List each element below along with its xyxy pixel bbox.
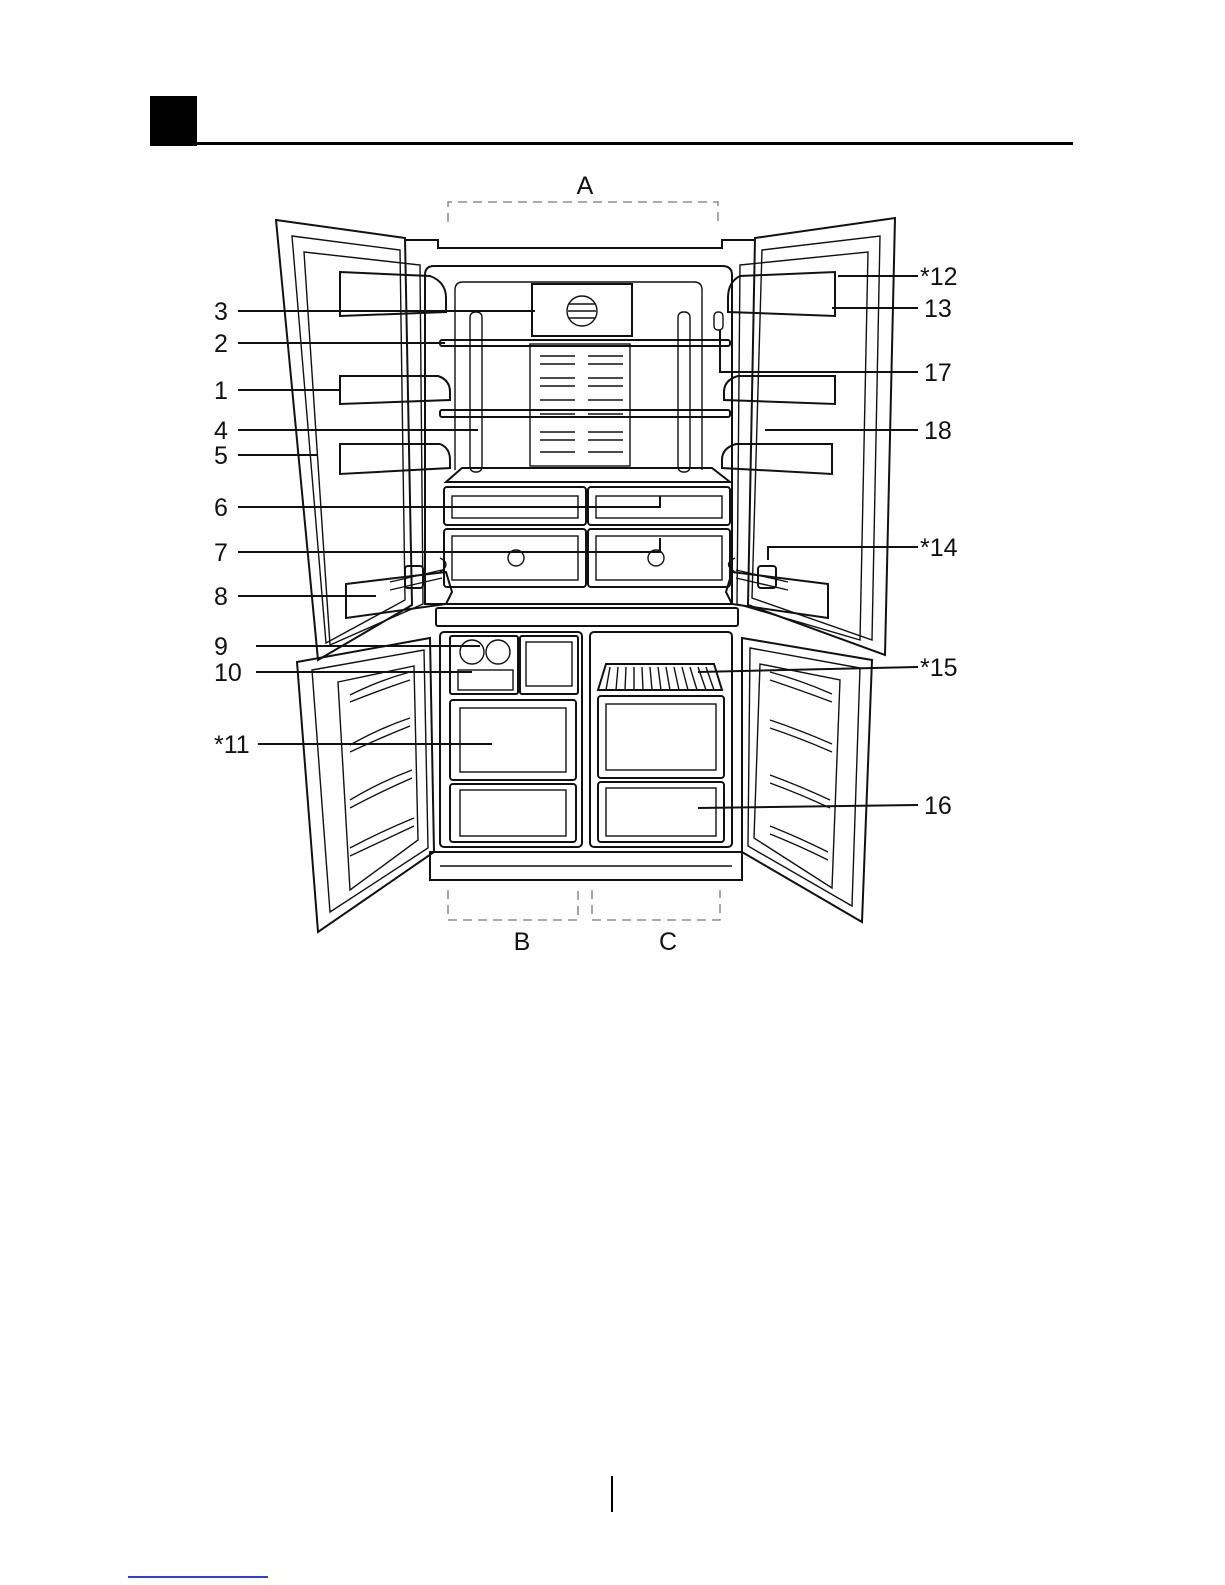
callout-label-14: *14 (920, 534, 958, 562)
zone-brackets (448, 202, 720, 920)
right-freezer-door (742, 638, 872, 922)
callout-label-6: 6 (214, 494, 228, 522)
callout-label-13: 13 (924, 295, 952, 323)
callout-label-10: 10 (214, 659, 242, 687)
zone-label-a: A (577, 172, 594, 200)
callout-label-12: *12 (920, 263, 958, 291)
zone-label-b: B (514, 928, 531, 956)
callout-label-18: 18 (924, 417, 952, 445)
page-number-marker (611, 1476, 613, 1512)
callout-label-9: 9 (214, 633, 228, 661)
bottom-link-underline (128, 1576, 268, 1578)
callout-label-16: 16 (924, 792, 952, 820)
right-fridge-door (722, 218, 895, 655)
left-freezer-door (297, 638, 434, 932)
callout-label-11: *11 (214, 731, 250, 759)
fridge-cabinet (405, 240, 755, 626)
callout-label-15: *15 (920, 654, 958, 682)
callout-label-3: 3 (214, 298, 228, 326)
callout-label-4: 4 (214, 417, 228, 445)
freezer-cabinet (430, 632, 742, 880)
callout-label-1: 1 (214, 377, 228, 405)
callout-label-17: 17 (924, 359, 952, 387)
callout-label-8: 8 (214, 583, 228, 611)
zone-label-c: C (659, 928, 677, 956)
callout-label-7: 7 (214, 539, 228, 567)
callout-label-2: 2 (214, 330, 228, 358)
callout-label-5: 5 (214, 442, 228, 470)
